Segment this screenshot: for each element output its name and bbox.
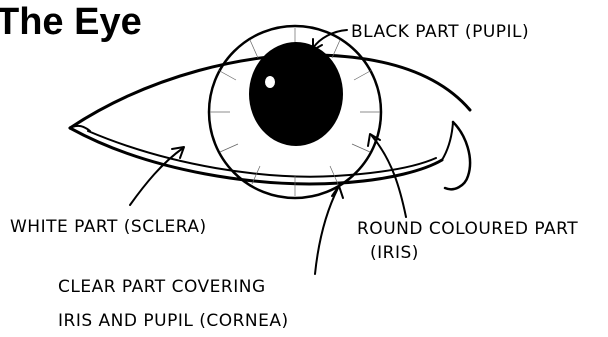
diagram-title: The Eye	[0, 1, 142, 43]
pointer-cornea	[315, 188, 338, 274]
pupil	[249, 42, 343, 146]
label-iris-line2: (IRIS)	[370, 243, 419, 263]
pupil-highlight	[265, 76, 275, 88]
label-pupil: BLACK PART (PUPIL)	[351, 22, 529, 42]
label-cornea-line2: IRIS AND PUPIL (CORNEA)	[58, 311, 289, 331]
label-sclera: WHITE PART (SCLERA)	[10, 217, 207, 237]
outer-corner-inner	[442, 122, 453, 160]
label-iris-line1: ROUND COLOURED PART	[357, 219, 578, 239]
label-cornea-line1: CLEAR PART COVERING	[58, 277, 266, 297]
outer-corner-fold	[445, 122, 470, 189]
